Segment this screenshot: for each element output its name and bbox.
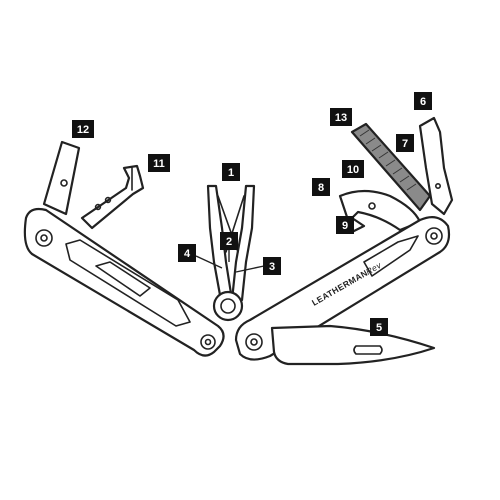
callout-9: 9 — [336, 216, 354, 234]
callout-1-label: 1 — [228, 167, 234, 179]
callout-4: 4 — [178, 244, 196, 262]
callout-11-label: 11 — [153, 158, 165, 170]
callout-7-label: 7 — [402, 138, 408, 150]
knife-blade-tool — [270, 324, 436, 366]
callout-2-label: 2 — [226, 236, 232, 248]
callout-12-label: 12 — [77, 124, 89, 136]
bottle-opener-tool — [42, 140, 81, 216]
callout-7: 7 — [396, 134, 414, 152]
callout-4-label: 4 — [184, 248, 191, 260]
right-handle: LEATHERMAN Rev — [234, 215, 451, 361]
file-tool — [350, 122, 432, 212]
wire-stripper-tool — [338, 189, 422, 234]
callout-13-label: 13 — [335, 112, 347, 124]
callout-8: 8 — [312, 178, 330, 196]
callout-11: 11 — [148, 154, 170, 172]
callout-9-label: 9 — [342, 220, 348, 232]
callout-5-label: 5 — [376, 322, 382, 334]
callout-3: 3 — [263, 257, 281, 275]
callout-8-label: 8 — [318, 182, 324, 194]
callout-12: 12 — [72, 120, 94, 138]
callout-6: 6 — [414, 92, 432, 110]
callout-13: 13 — [330, 108, 352, 126]
callout-10-label: 10 — [347, 164, 359, 176]
callout-2: 2 — [220, 232, 238, 250]
callout-1: 1 — [222, 163, 240, 181]
pliers-tool — [206, 184, 256, 322]
screwdriver-tool — [80, 164, 145, 230]
callout-6-label: 6 — [420, 96, 426, 108]
callout-5: 5 — [370, 318, 388, 336]
can-opener-tool — [418, 116, 454, 216]
callout-3-label: 3 — [269, 261, 275, 273]
left-handle — [23, 207, 225, 357]
callout-10: 10 — [342, 160, 364, 178]
